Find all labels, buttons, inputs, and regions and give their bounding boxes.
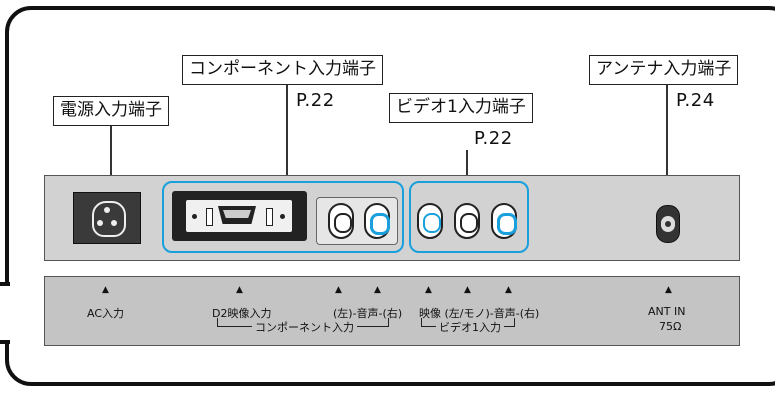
component-audio-label: (左)-音声-(右) [333, 307, 403, 320]
leader-line-video1 [466, 150, 468, 182]
marker-triangle: ▲ [665, 285, 672, 295]
marker-triangle: ▲ [425, 285, 432, 295]
video1-jacks-label: 映像 (左/モノ)-音声-(右) [419, 307, 540, 320]
leader-line-antenna [666, 84, 668, 192]
ac-pin [111, 220, 117, 226]
marker-triangle: ▲ [102, 285, 109, 295]
marker-triangle: ▲ [335, 285, 342, 295]
component-page-ref: P.22 [296, 90, 335, 111]
antenna-connector [656, 205, 680, 243]
rear-panel-legend [44, 276, 740, 346]
marker-triangle: ▲ [236, 285, 243, 295]
d2-clip [266, 208, 273, 226]
d2-screw-hole [192, 214, 197, 219]
component-input-group-outline [162, 181, 404, 253]
component-audio-right-jack [364, 203, 390, 239]
d2-clip [206, 208, 213, 226]
video1-group-label: ビデオ1入力 [436, 319, 504, 335]
ant-in-label: ANT IN [648, 305, 686, 318]
leader-line-power [110, 125, 112, 177]
ant-impedance-label: 75Ω [659, 320, 682, 333]
d2-input-label: D2映像入力 [212, 307, 272, 320]
jack-center [334, 213, 352, 233]
power-input-callout: 電源入力端子 [53, 96, 169, 126]
marker-triangle: ▲ [374, 285, 381, 295]
marker-triangle: ▲ [464, 285, 471, 295]
video1-audio-left-jack [454, 203, 480, 239]
component-audio-left-jack [328, 203, 354, 239]
jack-center [423, 213, 441, 233]
callout-tail [0, 282, 10, 344]
leader-line-component [286, 84, 288, 180]
jack-center [497, 213, 517, 235]
component-input-callout: コンポーネント入力端子 [182, 55, 383, 85]
d2-video-connector [172, 191, 307, 241]
d2-socket-pins [223, 210, 251, 218]
video1-page-ref: P.22 [474, 128, 513, 149]
ac-pin [97, 220, 103, 226]
component-group-label: コンポーネント入力 [252, 319, 357, 335]
antenna-page-ref: P.24 [676, 90, 715, 111]
jack-center [370, 213, 390, 235]
video1-audio-right-jack [491, 203, 517, 239]
d2-screw-hole [280, 214, 285, 219]
ac-input-label: AC入力 [87, 307, 125, 320]
ac-pin [104, 207, 110, 213]
jack-center [460, 213, 478, 233]
video1-video-jack [417, 203, 443, 239]
ac-socket-face [92, 201, 126, 237]
video1-input-group-outline [409, 181, 529, 253]
video1-input-callout: ビデオ1入力端子 [389, 93, 533, 123]
antenna-input-callout: アンテナ入力端子 [589, 55, 739, 85]
antenna-connector-pin [665, 221, 671, 227]
marker-triangle: ▲ [505, 285, 512, 295]
ac-power-socket [73, 192, 141, 244]
